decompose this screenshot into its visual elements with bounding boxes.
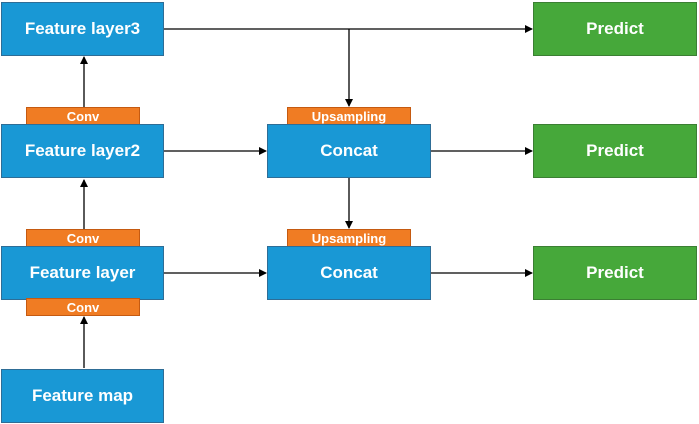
predict-middle-label: Predict (586, 141, 644, 160)
predict-top-box: Predict (533, 2, 697, 56)
feature-layer2-label: Feature layer2 (24, 141, 141, 160)
conv-tag-upper-label: Conv (66, 108, 100, 124)
predict-middle-box: Predict (533, 124, 697, 178)
conv-tag-middle-label: Conv (66, 230, 100, 246)
feature-layer3-label: Feature layer3 (24, 19, 141, 38)
predict-bottom-box: Predict (533, 246, 697, 300)
concat-top-label: Concat (320, 141, 378, 160)
conv-tag-upper: Conv (26, 107, 140, 125)
feature-layer-box: Feature layer (1, 246, 164, 300)
predict-bottom-label: Predict (586, 263, 644, 282)
conv-tag-lower-label: Conv (66, 299, 100, 315)
feature-map-box: Feature map (1, 369, 164, 423)
feature-map-label: Feature map (31, 386, 134, 405)
concat-bottom-label: Concat (320, 263, 378, 282)
feature-layer2-box: Feature layer2 (1, 124, 164, 178)
concat-bottom-box: Concat (267, 246, 431, 300)
conv-tag-middle: Conv (26, 229, 140, 247)
upsampling-tag-top-label: Upsampling (311, 108, 387, 124)
conv-tag-lower: Conv (26, 298, 140, 316)
feature-layer3-box: Feature layer3 (1, 2, 164, 56)
feature-layer-label: Feature layer (29, 263, 136, 282)
predict-top-label: Predict (586, 19, 644, 38)
concat-top-box: Concat (267, 124, 431, 178)
upsampling-tag-bottom: Upsampling (287, 229, 411, 247)
upsampling-tag-bottom-label: Upsampling (311, 230, 387, 246)
upsampling-tag-top: Upsampling (287, 107, 411, 125)
